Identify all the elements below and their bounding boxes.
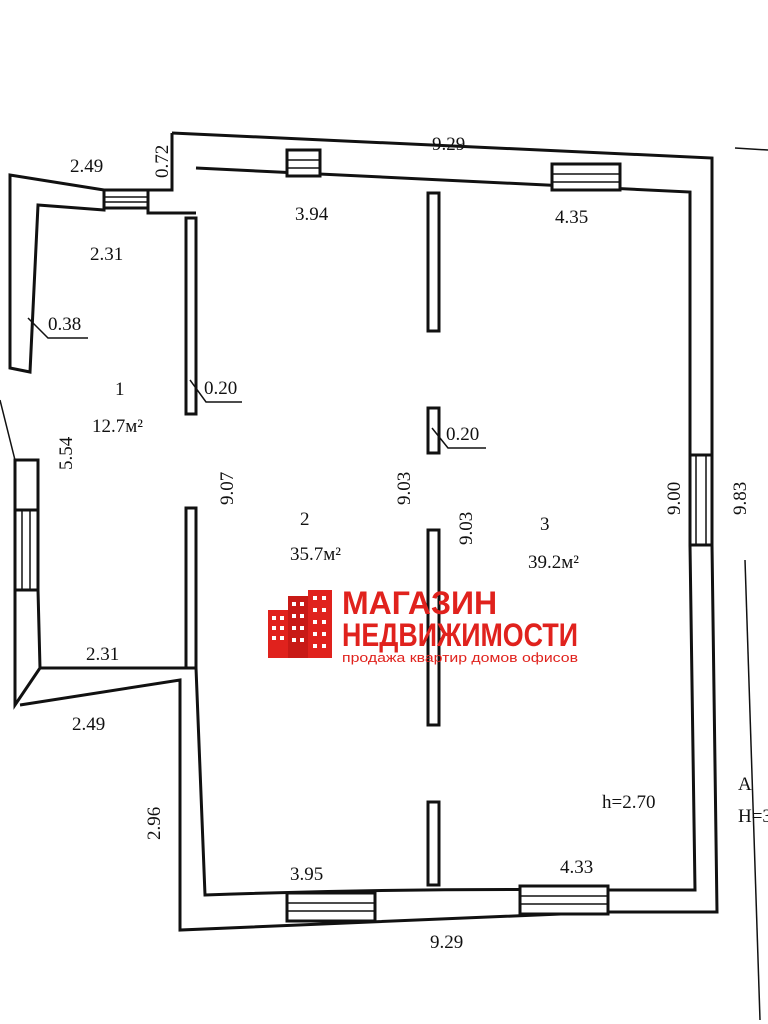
left-wing-upper-outer-2 [8, 173, 106, 374]
dim-partition-1-2: 9.07 [217, 472, 238, 505]
dim-top-left: 3.94 [295, 204, 329, 225]
leader-0-38 [27, 317, 88, 339]
dim-top-right: 4.35 [555, 207, 588, 228]
dim-wall-0-20-b: 0.20 [446, 424, 479, 445]
watermark-line2: НЕДВИЖИМОСТИ [342, 617, 578, 653]
dim-bottom-right: 4.33 [560, 857, 593, 878]
watermark-line1: МАГАЗИН [342, 585, 497, 621]
window-bottom-left [285, 891, 377, 923]
ext-right-2 [744, 559, 761, 1021]
partition-2-3-d [426, 800, 441, 887]
side-note-height: H=3 [738, 806, 768, 827]
partition-1-2-upper [184, 216, 198, 416]
window-top-right [550, 162, 622, 192]
dim-partition-2-3-left: 9.03 [394, 472, 415, 505]
dim-top-wall: 9.29 [432, 134, 465, 155]
dim-left-bottom-inner: 2.31 [86, 644, 119, 665]
window-bottom-right [518, 884, 610, 916]
dim-right-inner: 9.00 [664, 482, 685, 515]
inner-wall-top [195, 166, 692, 455]
dim-left-bottom-outer: 2.49 [72, 714, 105, 735]
left-edge-line [0, 399, 16, 461]
outer-wall-right-lower [608, 544, 719, 914]
dim-left-top-inner: 2.31 [90, 244, 123, 265]
partition-1-2-lower [184, 506, 198, 670]
window-left [13, 508, 40, 592]
dim-left-lower-wall: 2.96 [144, 807, 165, 840]
watermark-logo: МАГАЗИН НЕДВИЖИМОСТИ продажа квартир дом… [268, 585, 578, 665]
dim-bottom-left: 3.95 [290, 864, 323, 885]
inner-wall-right-lower [608, 544, 697, 892]
dim-left-room-height: 5.54 [56, 436, 77, 470]
dim-bottom-wall: 9.29 [430, 932, 463, 953]
leader-0-20-b [431, 427, 486, 449]
dim-partition-2-3-right: 9.03 [456, 512, 477, 545]
window-top-left [285, 148, 322, 178]
watermark-tagline: продажа квартир домов офисов [342, 650, 578, 665]
room-1-area: 12.7м² [92, 416, 143, 437]
dim-wall-0-20-a: 0.20 [204, 378, 237, 399]
dim-right-outer: 9.83 [730, 482, 751, 515]
ceiling-height: h=2.70 [602, 792, 655, 813]
room-3-number: 3 [540, 514, 550, 535]
left-wing-lower [13, 458, 40, 512]
window-right [688, 453, 714, 547]
leader-0-20-a [189, 379, 242, 403]
dim-wall-0-38: 0.38 [48, 314, 81, 335]
room-3-area: 39.2м² [528, 552, 579, 573]
inner-wall-bottom [40, 666, 609, 897]
partition-2-3-c [426, 528, 441, 727]
building-icon [268, 590, 332, 658]
ext-right [734, 147, 768, 151]
room-2-area: 35.7м² [290, 544, 341, 565]
room-1-number: 1 [115, 379, 125, 400]
dim-notch: 0.72 [152, 145, 173, 178]
room-2-number: 2 [300, 509, 310, 530]
left-wing-lower-2 [13, 588, 42, 710]
partition-2-3-a [426, 191, 441, 333]
outer-wall-top [171, 131, 714, 455]
window-left-top [102, 188, 150, 210]
side-note-letter: A [738, 774, 752, 795]
dim-left-top-outer: 2.49 [70, 156, 103, 177]
